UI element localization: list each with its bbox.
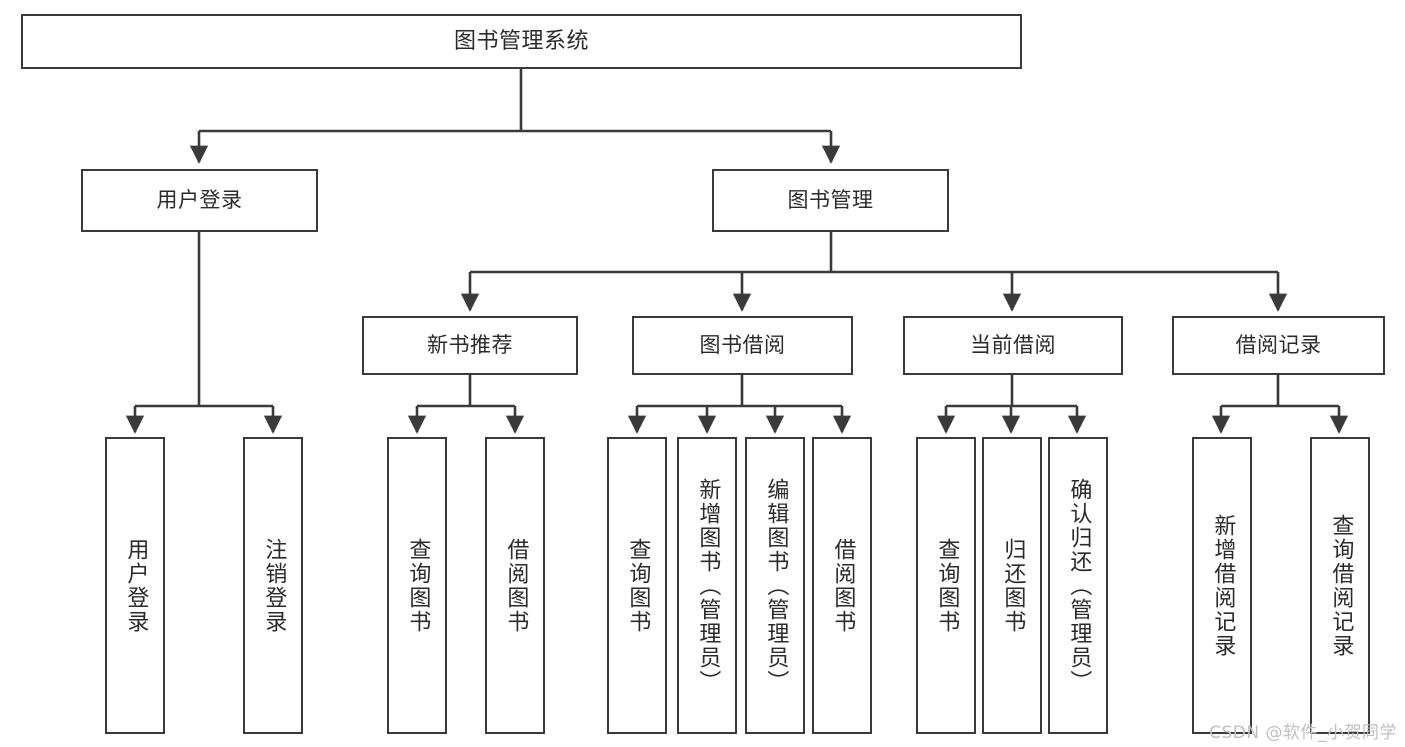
watermark: CSDN @软件_小贺同学 — [1209, 723, 1397, 743]
node-new-book-recommend[interactable]: 新书推荐 — [362, 316, 578, 375]
node-label: 确认归还（管理员） — [1066, 477, 1092, 694]
node-label: 图书借阅 — [699, 333, 786, 358]
node-label: 当前借阅 — [970, 333, 1056, 358]
node-label: 借阅图书 — [503, 537, 529, 634]
leaf-borrow-book[interactable]: 借阅图书 — [812, 437, 872, 734]
leaf-query-book-recommend[interactable]: 查询图书 — [387, 437, 447, 734]
leaf-user-login[interactable]: 用户登录 — [105, 437, 165, 734]
leaf-query-book-current[interactable]: 查询图书 — [916, 437, 976, 734]
leaf-return-book[interactable]: 归还图书 — [982, 437, 1042, 734]
node-label: 借阅记录 — [1235, 333, 1322, 358]
node-user-login[interactable]: 用户登录 — [81, 169, 318, 232]
node-label: 图书管理系统 — [453, 28, 589, 54]
node-label: 用户登录 — [156, 188, 243, 213]
node-label: 图书管理 — [787, 188, 874, 213]
leaf-logout[interactable]: 注销登录 — [243, 437, 303, 734]
leaf-borrow-book-recommend[interactable]: 借阅图书 — [485, 437, 545, 734]
node-label: 归还图书 — [1000, 537, 1026, 634]
leaf-add-borrow-record[interactable]: 新增借阅记录 — [1192, 437, 1252, 734]
node-label: 查询图书 — [405, 537, 431, 634]
leaf-confirm-return[interactable]: 确认归还（管理员） — [1048, 437, 1108, 734]
node-label: 查询借阅记录 — [1328, 513, 1354, 658]
node-label: 新增图书（管理员） — [695, 477, 721, 694]
node-label: 新书推荐 — [427, 333, 513, 358]
node-label: 注销登录 — [261, 537, 287, 634]
leaf-query-borrow-record[interactable]: 查询借阅记录 — [1310, 437, 1370, 734]
node-label: 编辑图书（管理员） — [763, 477, 789, 694]
node-label: 查询图书 — [934, 537, 960, 634]
node-book-manage[interactable]: 图书管理 — [712, 169, 949, 232]
node-current-borrow[interactable]: 当前借阅 — [903, 316, 1123, 375]
node-root-system[interactable]: 图书管理系统 — [21, 14, 1022, 69]
leaf-add-book[interactable]: 新增图书（管理员） — [677, 437, 737, 734]
leaf-query-book-borrow[interactable]: 查询图书 — [607, 437, 667, 734]
node-label: 借阅图书 — [830, 537, 856, 634]
node-label: 用户登录 — [123, 537, 149, 634]
node-label: 查询图书 — [625, 537, 651, 634]
node-label: 新增借阅记录 — [1210, 513, 1236, 658]
node-book-borrow[interactable]: 图书借阅 — [632, 316, 853, 375]
leaf-edit-book[interactable]: 编辑图书（管理员） — [745, 437, 805, 734]
node-borrow-record[interactable]: 借阅记录 — [1172, 316, 1385, 375]
